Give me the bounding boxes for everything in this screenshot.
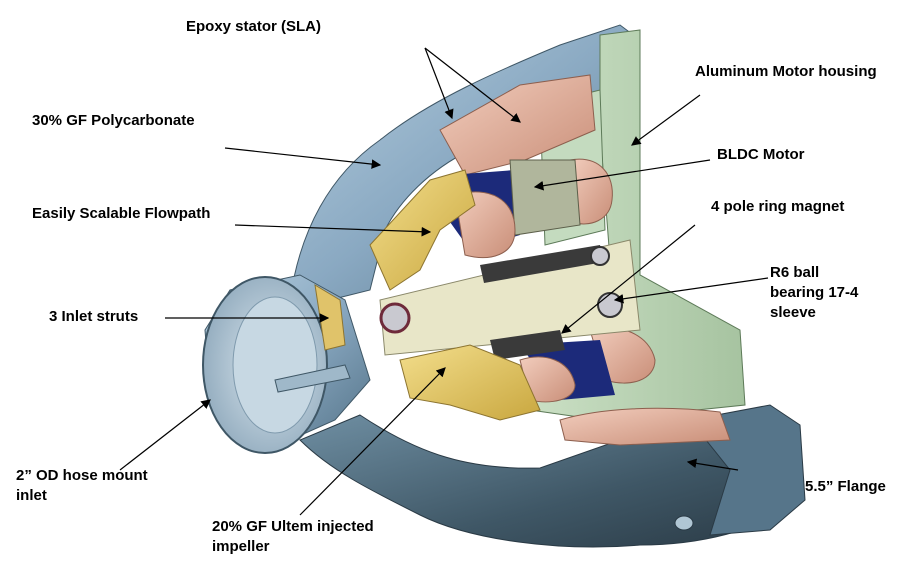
leader-epoxy-1 (424, 47, 454, 120)
label-inlet-struts: 3 Inlet struts (49, 308, 139, 325)
label-hose-inlet-1: 2” OD hose mount (16, 467, 148, 484)
rotor-magnet-lower (519, 356, 576, 403)
leader-bearing (613, 277, 769, 304)
leader-ring-magnet (561, 224, 696, 334)
label-bearing-2: bearing 17-4 (770, 284, 859, 301)
bldc-motor-body (509, 159, 581, 236)
impeller-lower (399, 344, 541, 421)
flange-bolt-hole (674, 515, 694, 531)
bearing-left (379, 302, 411, 334)
magnet-ring-dark (490, 330, 565, 360)
stator-lower (559, 407, 731, 446)
label-epoxy-stator: Epoxy stator (SLA) (186, 18, 322, 35)
label-bldc-motor: BLDC Motor (717, 146, 805, 163)
label-flange: 5.5” Flange (805, 478, 886, 495)
leader-flowpath (234, 224, 432, 237)
label-ring-magnet: 4 pole ring magnet (711, 198, 845, 215)
leader-polycarbonate (224, 147, 382, 169)
label-bearing-1: R6 ball (770, 264, 820, 281)
label-polycarbonate: 30% GF Polycarbonate (32, 112, 195, 129)
lower-housing-shell (299, 414, 791, 548)
inlet-strut (274, 364, 351, 393)
leader-aluminum (631, 94, 701, 146)
leader-flange (686, 458, 739, 471)
label-hose-inlet-2: inlet (16, 487, 47, 504)
leader-hose-inlet (119, 399, 211, 471)
label-impeller-1: 20% GF Ultem injected (212, 518, 374, 535)
label-impeller-2: impeller (212, 538, 270, 555)
inlet-strut-yellow (314, 284, 346, 351)
label-aluminum-housing: Aluminum Motor housing (695, 63, 877, 80)
shaft-sleeve-dark (480, 245, 604, 283)
label-flowpath: Easily Scalable Flowpath (32, 205, 211, 222)
leader-bldc (533, 159, 711, 191)
leader-epoxy-2 (424, 47, 521, 123)
motor-winding-right (569, 158, 613, 225)
label-bearing-3: sleeve (770, 304, 816, 321)
bearing-right-2 (590, 246, 610, 266)
leader-impeller (299, 367, 446, 516)
